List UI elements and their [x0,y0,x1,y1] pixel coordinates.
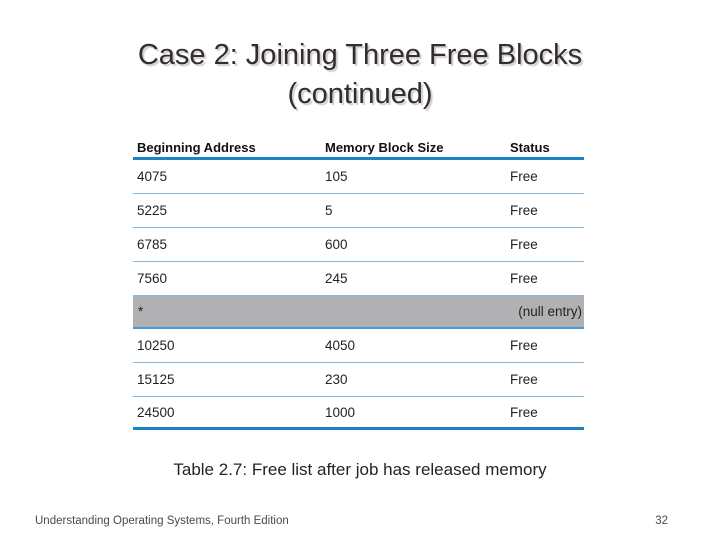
cell-status: (null entry) [518,304,582,319]
footer-page-number: 32 [655,515,668,527]
table-row: 4075 105 Free [133,160,584,194]
free-list-table: Beginning Address Memory Block Size Stat… [133,137,584,430]
cell-memory-block-size: 4050 [325,338,356,353]
cell-status: Free [510,404,538,420]
table-row: 5225 5 Free [133,194,584,228]
cell-beginning-address: * [138,304,144,319]
footer-book-title: Understanding Operating Systems, Fourth … [35,515,289,527]
cell-beginning-address: 7560 [137,271,168,286]
table-row: 7560 245 Free [133,262,584,296]
cell-beginning-address: 24500 [137,404,175,420]
cell-memory-block-size: 245 [325,271,348,286]
table-caption: Table 2.7: Free list after job has relea… [173,460,547,479]
cell-beginning-address: 15125 [137,372,175,387]
cell-status: Free [510,169,538,184]
table-row: 10250 4050 Free [133,329,584,363]
table-row-null-entry: * (null entry) [133,296,584,329]
column-header-beginning-address: Beginning Address [137,140,256,155]
slide-title-line2: (continued) [287,78,433,110]
cell-status: Free [510,203,538,218]
slide-title-line1: Case 2: Joining Three Free Blocks [137,39,583,71]
cell-memory-block-size: 105 [325,169,348,184]
cell-status: Free [510,271,538,286]
cell-status: Free [510,338,538,353]
cell-status: Free [510,237,538,252]
cell-beginning-address: 10250 [137,338,175,353]
table-header-row: Beginning Address Memory Block Size Stat… [133,137,584,160]
table-row: 15125 230 Free [133,363,584,397]
cell-memory-block-size: 600 [325,237,348,252]
cell-memory-block-size: 5 [325,203,333,218]
column-header-status: Status [510,140,550,155]
table-row: 6785 600 Free [133,228,584,262]
column-header-memory-block-size: Memory Block Size [325,140,444,155]
table-row: 24500 1000 Free [133,397,584,430]
cell-memory-block-size: 1000 [325,404,356,420]
slide-title: Case 2: Joining Three Free Blocks (conti… [30,36,690,114]
cell-beginning-address: 5225 [137,203,168,218]
cell-beginning-address: 4075 [137,169,168,184]
cell-memory-block-size: 230 [325,372,348,387]
cell-status: Free [510,372,538,387]
cell-beginning-address: 6785 [137,237,168,252]
